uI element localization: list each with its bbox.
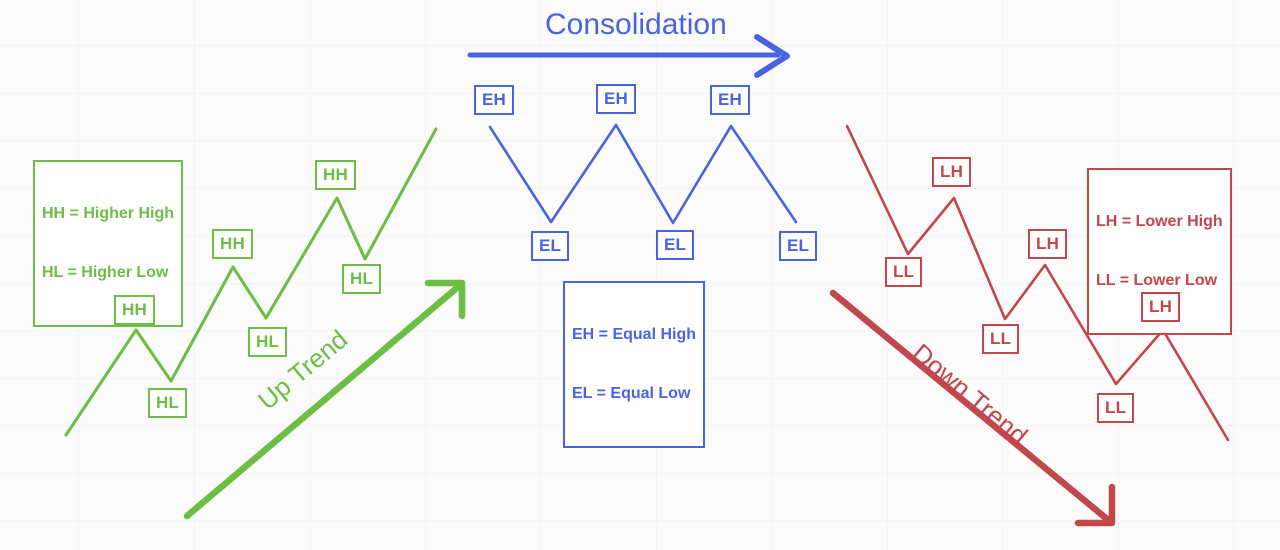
downtrend-arrow [829,289,1116,527]
downtrend-zigzag-line [845,124,1230,442]
uptrend-zigzag-line [64,127,438,437]
consolidation-zigzag-line [488,123,798,225]
consolidation-arrow [467,34,790,78]
uptrend-arrow [183,279,466,520]
